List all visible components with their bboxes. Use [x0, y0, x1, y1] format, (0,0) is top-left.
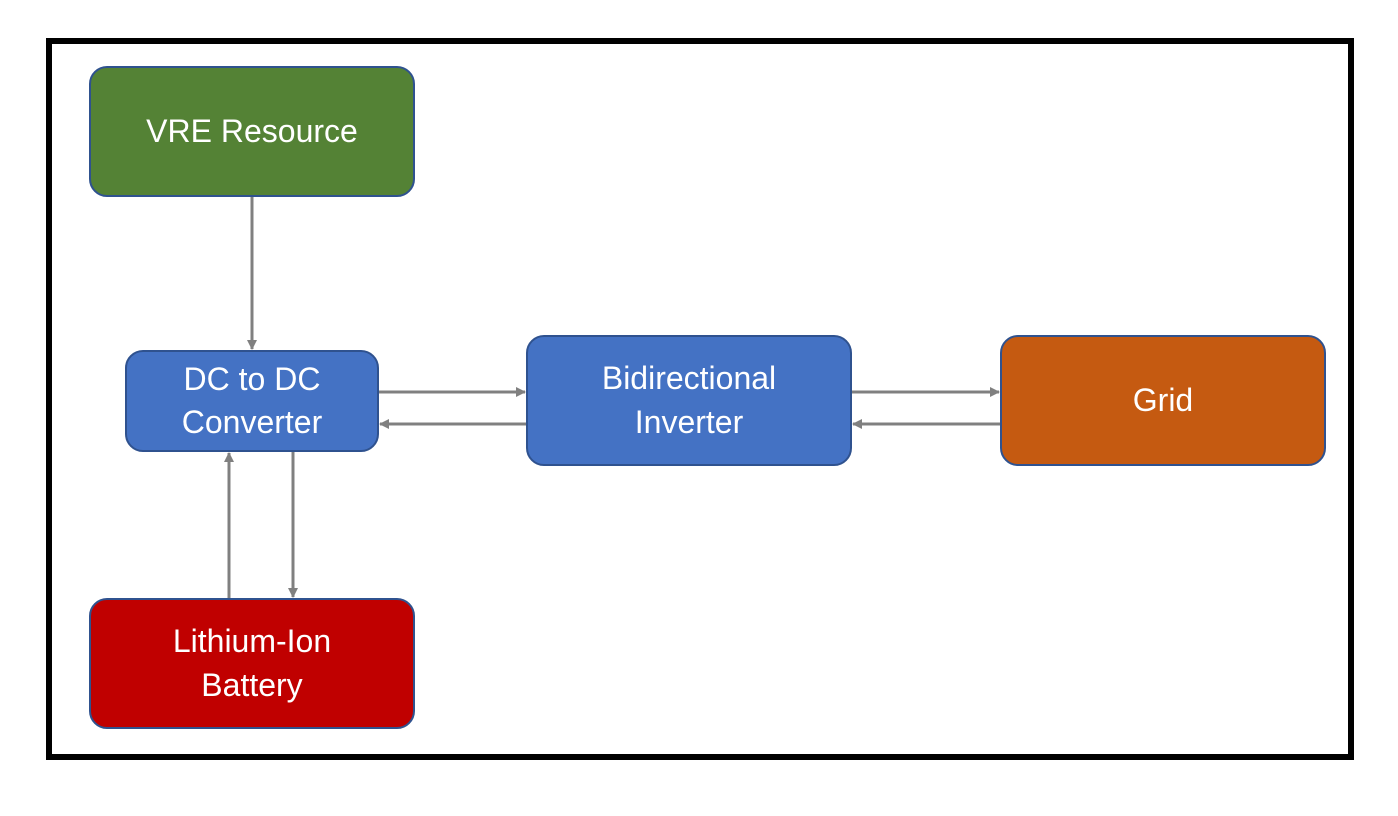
node-lithium-ion-battery: Lithium-Ion Battery [89, 598, 415, 729]
node-dc-to-dc-converter-label: DC to DC Converter [181, 360, 323, 440]
node-dc-to-dc-converter: DC to DC Converter [125, 350, 379, 452]
node-vre-resource: VRE Resource [89, 66, 415, 197]
node-lithium-ion-battery-label: Lithium-Ion Battery [172, 623, 332, 703]
node-grid: Grid [1000, 335, 1326, 466]
node-bidirectional-inverter: Bidirectional Inverter [526, 335, 852, 466]
node-vre-resource-label: VRE Resource [146, 112, 358, 149]
node-bidirectional-inverter-label: Bidirectional Inverter [601, 360, 777, 440]
node-grid-label: Grid [1132, 381, 1194, 418]
